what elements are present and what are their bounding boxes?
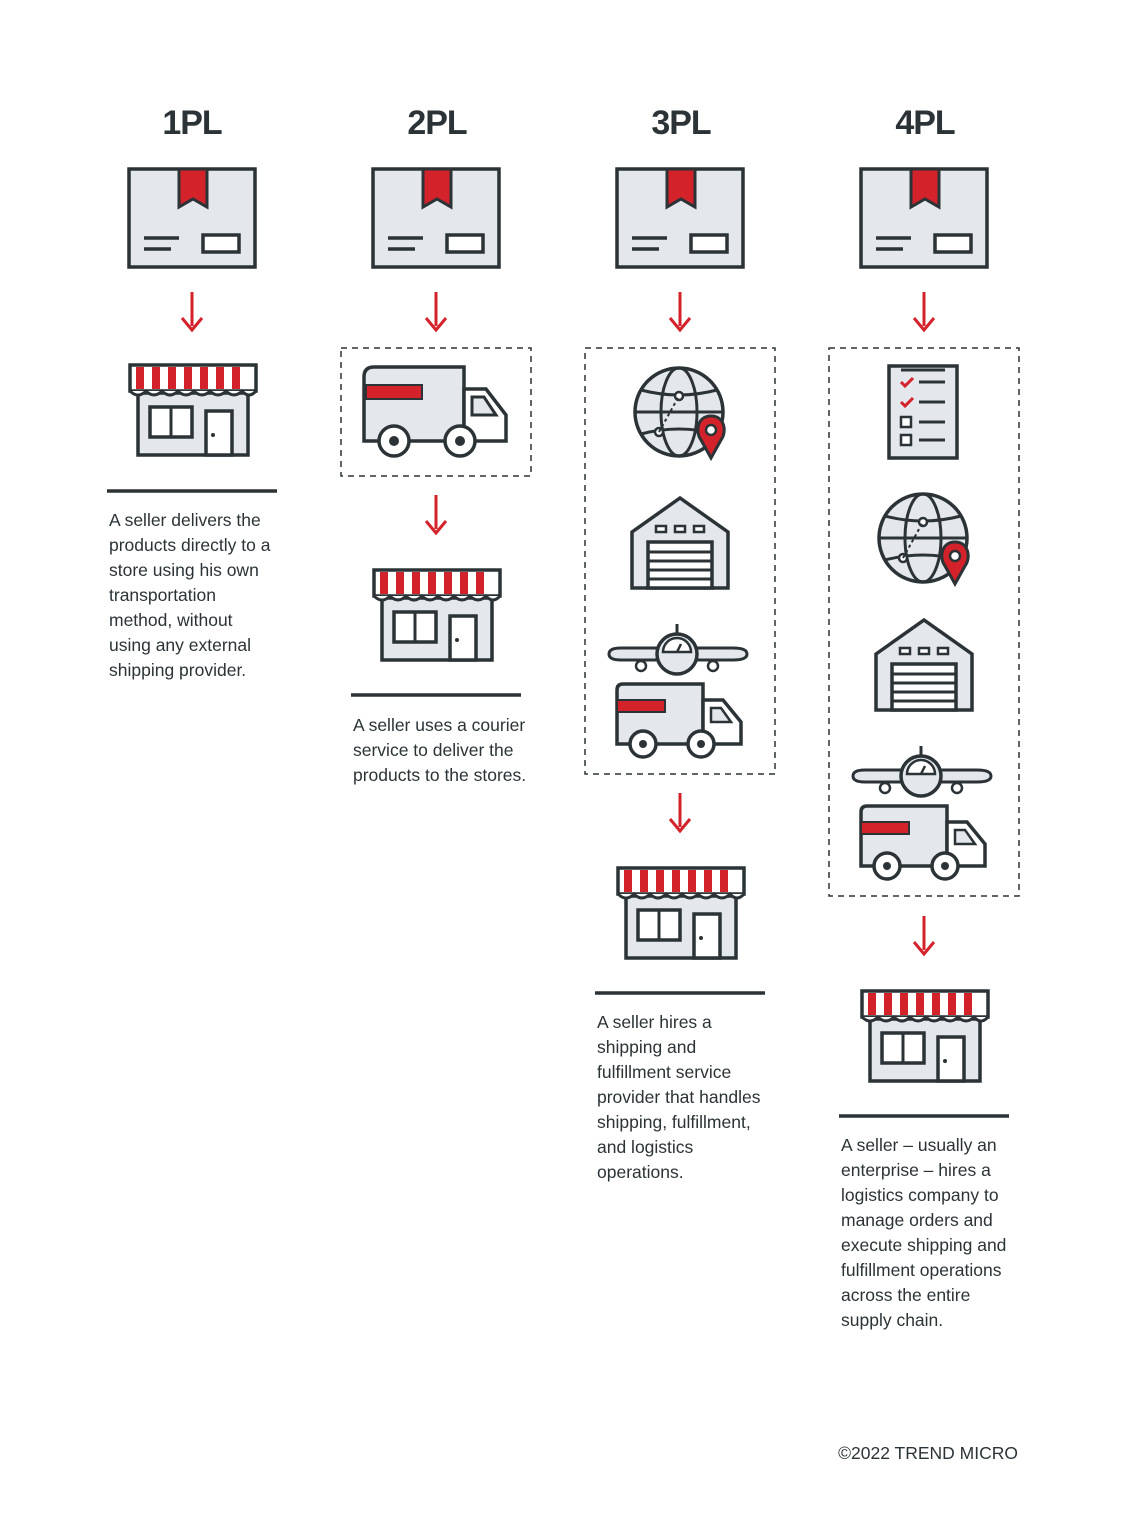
copyright-footer: ©2022 TREND MICRO [838,1443,1018,1463]
arrow-down-icon [668,290,692,332]
description-2pl: A seller uses a courier service to deliv… [353,715,527,785]
arrow-down-icon [180,290,204,332]
package-icon [371,167,501,269]
storefront-icon [860,989,990,1083]
description-1pl: A seller delivers the products directly … [109,510,271,680]
warehouse-icon [630,496,730,590]
description-4pl: A seller – usually an enterprise – hires… [841,1135,1007,1330]
service-group-box [828,347,1020,897]
arrow-down-icon [668,791,692,833]
column-title-4pl: 4PL [895,104,955,142]
checklist-icon [887,364,959,460]
package-icon [127,167,257,269]
airplane-truck-icon [851,744,993,881]
column-title-2pl: 2PL [407,104,467,142]
service-group-box [340,347,532,477]
storefront-icon [372,568,502,662]
column-title-1pl: 1PL [162,104,222,142]
storefront-icon [616,866,746,960]
storefront-icon [128,363,258,457]
arrow-down-icon [912,290,936,332]
package-icon [859,167,989,269]
globe-location-icon [633,366,726,460]
package-icon [615,167,745,269]
description-3pl: A seller hires a shipping and fulfillmen… [597,1012,761,1182]
arrow-down-icon [912,914,936,956]
delivery-truck-icon [362,365,508,458]
arrow-down-icon [424,493,448,535]
column-title-3pl: 3PL [651,104,711,142]
warehouse-icon [874,618,974,712]
arrow-down-icon [424,290,448,332]
globe-location-icon [877,492,970,586]
airplane-truck-icon [607,622,749,759]
